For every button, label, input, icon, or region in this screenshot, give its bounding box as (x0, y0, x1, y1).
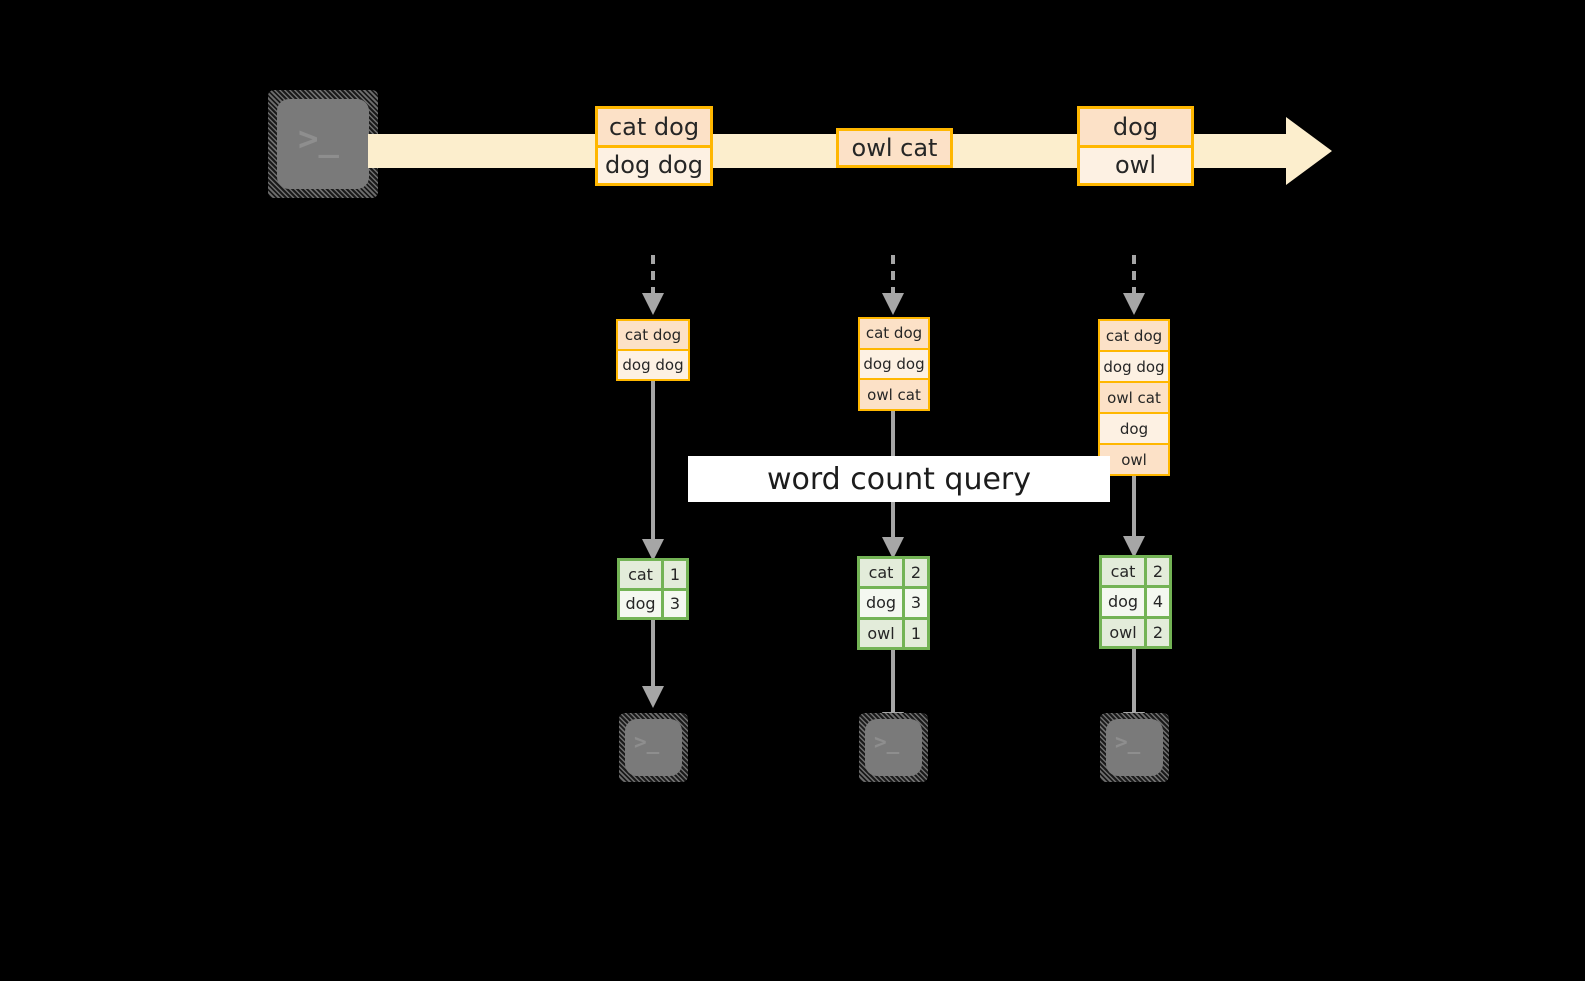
trigger-arrowhead-2 (882, 293, 904, 315)
result-row: dog 3 (620, 590, 686, 617)
result-count: 3 (905, 589, 927, 617)
result-row: cat 2 (1102, 558, 1169, 589)
result-row: owl 2 (1102, 618, 1169, 646)
column-2-sink-terminal-icon: >_ (859, 713, 928, 782)
terminal-face (277, 99, 369, 189)
query-arrowhead-2 (882, 537, 904, 559)
result-count: 4 (1147, 588, 1169, 616)
terminal-prompt-glyph: >_ (1115, 730, 1141, 754)
trigger-arrowhead-3 (1123, 293, 1145, 315)
input-row: cat dog (1100, 321, 1168, 352)
sink-line-3 (1132, 649, 1136, 718)
stream-record: dog dog (598, 147, 710, 183)
source-terminal-icon: >_ (268, 90, 378, 198)
result-word: owl (860, 619, 905, 647)
result-row: dog 4 (1102, 588, 1169, 619)
terminal-face (865, 719, 922, 776)
result-count: 2 (1147, 618, 1169, 646)
terminal-prompt-glyph: >_ (298, 119, 339, 159)
result-word: cat (620, 561, 664, 588)
result-count: 3 (664, 590, 686, 617)
stream-batch-2: owl cat (836, 128, 953, 168)
stream-timeline-arrowhead (1286, 117, 1332, 185)
terminal-prompt-glyph: >_ (874, 730, 900, 754)
query-label-banner: word count query (688, 456, 1110, 502)
result-count: 1 (664, 561, 686, 588)
query-arrowhead-3 (1123, 536, 1145, 558)
sink-line-2 (891, 650, 895, 718)
input-row: cat dog (618, 321, 688, 351)
column-2-result-table: cat 2 dog 3 owl 1 (857, 556, 930, 650)
column-3-sink-terminal-icon: >_ (1100, 713, 1169, 782)
input-row: dog dog (860, 349, 928, 381)
stream-record: dog (1080, 109, 1191, 148)
column-1-sink-terminal-icon: >_ (619, 713, 688, 782)
trigger-dashed-line-2 (891, 255, 895, 295)
result-row: owl 1 (860, 619, 927, 647)
input-row: cat dog (860, 319, 928, 350)
input-row: owl cat (860, 380, 928, 410)
trigger-dashed-line-3 (1132, 255, 1136, 295)
result-row: cat 2 (860, 559, 927, 590)
column-1-input-table: cat dog dog dog (616, 319, 690, 381)
query-label-text: word count query (766, 461, 1032, 497)
terminal-prompt-glyph: >_ (634, 730, 660, 754)
column-3-result-table: cat 2 dog 4 owl 2 (1099, 555, 1172, 649)
input-row: owl (1100, 445, 1168, 474)
result-row: dog 3 (860, 589, 927, 620)
result-word: owl (1102, 618, 1147, 646)
sink-line-1 (651, 620, 655, 692)
stream-batch-1: cat dog dog dog (595, 106, 713, 186)
terminal-face (1106, 719, 1163, 776)
column-3-input-table: cat dog dog dog owl cat dog owl (1098, 319, 1170, 476)
result-count: 2 (905, 559, 927, 587)
stream-record: cat dog (598, 109, 710, 148)
result-row: cat 1 (620, 561, 686, 591)
stream-batch-3: dog owl (1077, 106, 1194, 186)
stream-record: owl (1080, 147, 1191, 183)
result-word: cat (1102, 558, 1147, 586)
terminal-face (625, 719, 682, 776)
trigger-dashed-line-1 (651, 255, 655, 295)
result-count: 2 (1147, 558, 1169, 586)
trigger-arrowhead-1 (642, 293, 664, 315)
input-row: dog dog (618, 351, 688, 379)
column-1-result-table: cat 1 dog 3 (617, 558, 689, 620)
stream-record: owl cat (839, 131, 950, 165)
query-arrowhead-1 (642, 539, 664, 561)
input-row: dog dog (1100, 352, 1168, 383)
query-line-3 (1132, 476, 1136, 542)
result-word: dog (620, 590, 664, 617)
input-row: dog (1100, 414, 1168, 445)
result-word: dog (860, 589, 905, 617)
result-word: dog (1102, 588, 1147, 616)
result-count: 1 (905, 619, 927, 647)
input-row: owl cat (1100, 383, 1168, 414)
column-2-input-table: cat dog dog dog owl cat (858, 317, 930, 411)
result-word: cat (860, 559, 905, 587)
query-line-1 (651, 381, 655, 545)
sink-arrowhead-1 (642, 686, 664, 708)
